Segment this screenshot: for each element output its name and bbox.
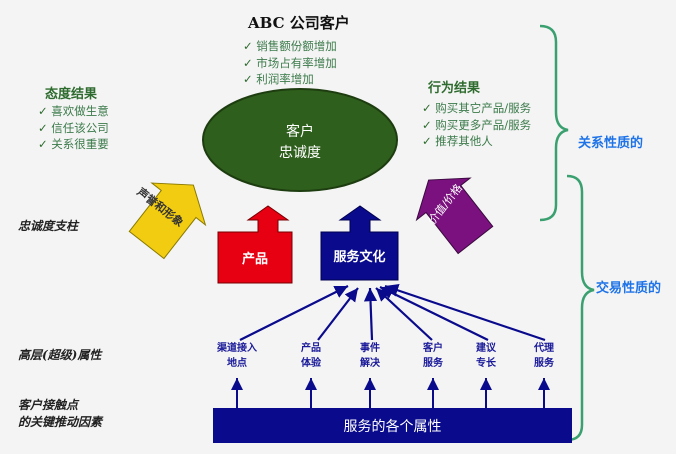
attribute-line1: 事件 (360, 343, 380, 354)
attribute-agent-service: 代理服务 (514, 341, 574, 371)
center-line1: 客户 (286, 124, 314, 140)
attribute-line2: 服务 (534, 358, 554, 369)
transactional-label: 交易性质的 (596, 281, 662, 296)
relational-brace (539, 24, 569, 222)
behavior-title: 行为结果 (428, 81, 481, 96)
attribute-product-experience: 产品体验 (281, 341, 341, 371)
top-title: ABC 公司客户 (248, 14, 350, 32)
attribute-line1: 渠道接入 (217, 343, 257, 354)
behavior-item: 推荐其他人 (422, 133, 531, 150)
product-label: 产品 (241, 252, 268, 267)
attribute-line2: 服务 (423, 358, 443, 369)
attitude-item: 关系很重要 (38, 136, 109, 153)
behavior-item: 购买其它产品/服务 (422, 100, 531, 117)
base-to-attribute-arrows (231, 378, 550, 408)
service-culture-label: 服务文化 (333, 250, 386, 265)
attribute-line1: 客户 (423, 343, 443, 354)
touchpoint-label-2: 的关键推动因素 (18, 415, 103, 429)
high-level-label: 高层(超级)属性 (18, 348, 102, 362)
attribute-to-service-arrows (239, 283, 546, 342)
behavior-item: 购买更多产品/服务 (422, 117, 531, 134)
attribute-line1: 建议 (476, 343, 496, 354)
top-item: 利润率增加 (243, 71, 337, 88)
base-label: 服务的各个属性 (343, 419, 442, 435)
attribute-incident: 事件解决 (340, 341, 400, 371)
service-attributes-bar (213, 408, 572, 443)
product-pillar (217, 205, 293, 284)
attribute-line2: 专长 (476, 358, 496, 369)
reputation-pillar-arrow (128, 182, 207, 260)
service-culture-pillar (320, 205, 399, 281)
attribute-channel: 渠道接入地点 (207, 341, 267, 371)
top-item: 销售额份额增加 (243, 38, 337, 55)
attribute-line2: 体验 (301, 358, 321, 369)
relational-label: 关系性质的 (578, 136, 644, 151)
attribute-line2: 解决 (360, 358, 380, 369)
touchpoint-label-1: 客户接触点 (18, 398, 79, 412)
attitude-title: 态度结果 (45, 87, 98, 102)
attribute-line2: 地点 (227, 358, 247, 369)
attribute-advice: 建议专长 (456, 341, 516, 371)
top-item: 市场占有率增加 (243, 55, 337, 72)
attribute-line1: 产品 (301, 343, 321, 354)
attitude-item: 信任该公司 (38, 120, 109, 137)
value-pillar-arrow (415, 177, 494, 255)
attitude-item: 喜欢做生意 (38, 103, 109, 120)
loyalty-ellipse (202, 88, 398, 192)
attribute-customer-service: 客户服务 (403, 341, 463, 371)
transactional-brace (566, 174, 595, 442)
pillars-label: 忠诚度支柱 (18, 219, 79, 233)
center-line2: 忠诚度 (279, 145, 321, 161)
attribute-line1: 代理 (534, 343, 554, 354)
